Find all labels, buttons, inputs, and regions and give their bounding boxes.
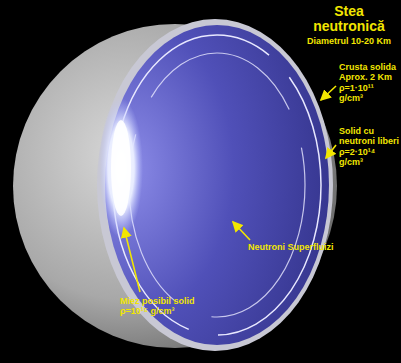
title: Stea neutronică	[300, 4, 398, 33]
label-group: Crusta solidaAprox. 2 Kmρ=1·10¹¹ g/cm³	[339, 62, 399, 103]
layer-label: ρ=10¹⁵ g/cm³	[120, 306, 230, 316]
layer-label: Neutroni Superfluizi	[248, 242, 344, 252]
core-glow	[99, 98, 143, 238]
layer-label: ρ=1·10¹¹ g/cm³	[339, 83, 399, 104]
layer-label: Diametrul 10-20 Km	[300, 36, 398, 46]
layer-line	[129, 53, 305, 317]
crust-rim	[97, 19, 333, 351]
label-group: Miez posibil solidρ=10¹⁵ g/cm³	[120, 296, 230, 317]
label-group: Neutroni Superfluizi	[248, 242, 344, 252]
label-group: Stea neutronicăDiametrul 10-20 Km	[300, 4, 398, 47]
leader-arrow	[124, 228, 140, 292]
layer-label: Aprox. 2 Km	[339, 72, 399, 82]
layer-label: ρ=2·10¹⁴ g/cm³	[339, 147, 399, 168]
leader-arrow	[326, 145, 336, 158]
layer-line	[113, 35, 321, 335]
core	[111, 120, 131, 216]
label-group: Solid cu neutroni liberiρ=2·10¹⁴ g/cm³	[339, 126, 399, 167]
leader-arrow	[321, 86, 336, 100]
layer-label: Solid cu neutroni liberi	[339, 126, 399, 147]
layer-label: Crusta solida	[339, 62, 399, 72]
layer-label: Miez posibil solid	[120, 296, 230, 306]
star-sphere	[13, 24, 337, 348]
leader-arrow	[233, 222, 250, 240]
